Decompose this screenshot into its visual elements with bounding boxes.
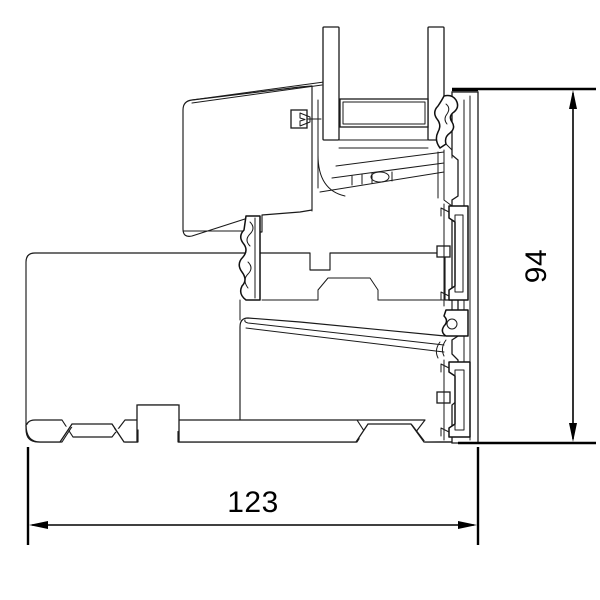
dim-94-arrow-bottom: [569, 423, 577, 442]
gasket-lower: [436, 361, 471, 438]
mid-body-top-notch: [261, 277, 445, 301]
dim-123-arrow-right: [458, 521, 477, 529]
dimension-123: 123: [26, 447, 480, 545]
middle-web-slope: [244, 319, 445, 346]
dim-123-arrow-left: [29, 521, 48, 529]
screw-port: [290, 109, 322, 129]
gasket-hook-eye: [446, 318, 458, 330]
hardware-detail: [319, 151, 445, 193]
screw-port-jaw: [299, 112, 311, 127]
gasket-middle: [436, 205, 469, 301]
frame-base-contour: [25, 404, 452, 443]
sash-body-outline: [182, 85, 313, 237]
gasket-upper-core: [444, 103, 450, 125]
dim-123-label: 123: [227, 486, 279, 519]
dimension-94: 94: [452, 87, 596, 445]
frame-upper-return: [443, 149, 453, 207]
gasket-middle-lip-bot: [440, 291, 450, 301]
gasket-middle-inner: [454, 214, 464, 293]
gasket-lower-outer: [448, 361, 471, 438]
hardware-oval: [370, 171, 390, 183]
gasket-hook-shape: [441, 309, 469, 337]
glazing-bead-left: [322, 26, 340, 141]
middle-web-slope2: [245, 327, 445, 353]
sash-top-edge-inner: [191, 84, 323, 104]
gasket-fin: [238, 215, 261, 301]
gasket-lower-inner: [454, 369, 465, 431]
dim-94-arrow-top: [569, 90, 577, 109]
glass-unit: [339, 98, 429, 128]
gasket-fin-hook1: [246, 221, 254, 247]
dim-94-label: 94: [520, 249, 553, 283]
gasket-upper-shape: [434, 94, 459, 149]
gasket-hook-mid: [441, 309, 469, 337]
glass-unit-inner: [342, 101, 426, 125]
hardware-slope-top: [335, 151, 445, 167]
gasket-upper: [434, 94, 459, 159]
frame-connector: [441, 339, 447, 357]
hardware-slope-mid: [331, 162, 445, 179]
frame-connector2: [435, 341, 441, 359]
sash-body: [182, 85, 313, 237]
gasket-fin-hook2: [244, 261, 252, 289]
sash-top-edge: [191, 81, 325, 101]
glass-unit-outer: [339, 98, 429, 128]
gasket-middle-lip-top: [440, 207, 450, 217]
gasket-upper-lip: [445, 143, 453, 159]
gasket-lower-lip-bot: [440, 427, 450, 437]
gasket-lower-lip-top: [440, 363, 450, 373]
gasket-fin-shape: [238, 215, 261, 301]
sash-corner-fillet: [317, 154, 346, 197]
